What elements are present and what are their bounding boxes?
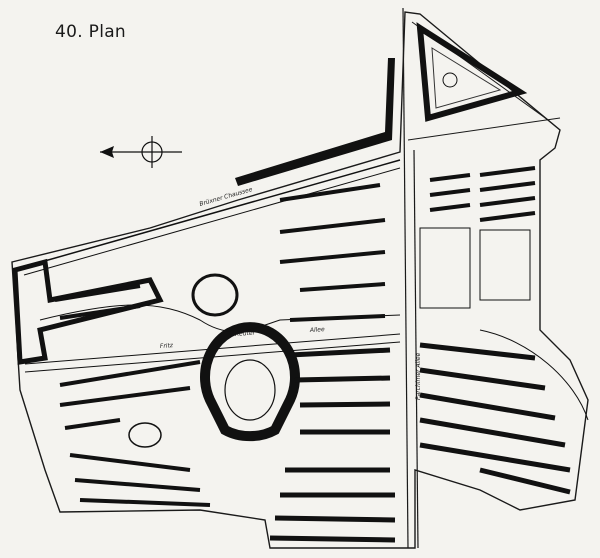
southeast-curve bbox=[479, 329, 589, 421]
triangle-block bbox=[416, 22, 528, 122]
horseshoe-estate bbox=[200, 322, 300, 442]
site-boundary bbox=[11, 11, 589, 549]
west-block-frame bbox=[12, 258, 164, 365]
curved-road bbox=[39, 304, 401, 333]
upper-diagonal-road bbox=[19, 159, 401, 269]
triangle-plaza bbox=[442, 72, 458, 88]
main-vertical-street bbox=[402, 7, 409, 549]
northeast-rows bbox=[429, 166, 536, 222]
street-label-fritz: Fritz bbox=[160, 342, 174, 350]
west-middle-rows bbox=[54, 284, 211, 507]
street-label-allee: Allee bbox=[309, 326, 326, 334]
figure-caption: 40. Plan bbox=[55, 22, 127, 42]
upper-long-block bbox=[235, 58, 395, 186]
street-label-reuter: Reuter bbox=[235, 330, 256, 338]
compass-arrow-icon bbox=[100, 136, 182, 168]
south-center-rows bbox=[269, 347, 396, 543]
north-middle-rows bbox=[279, 183, 386, 322]
street-label-parchimer: Parchimer Allee bbox=[415, 352, 422, 400]
round-block bbox=[191, 273, 239, 317]
pond bbox=[128, 422, 162, 448]
southeast-fan-rows bbox=[419, 342, 571, 495]
east-middle-blocks bbox=[419, 227, 531, 309]
diagonal-street bbox=[407, 117, 561, 141]
